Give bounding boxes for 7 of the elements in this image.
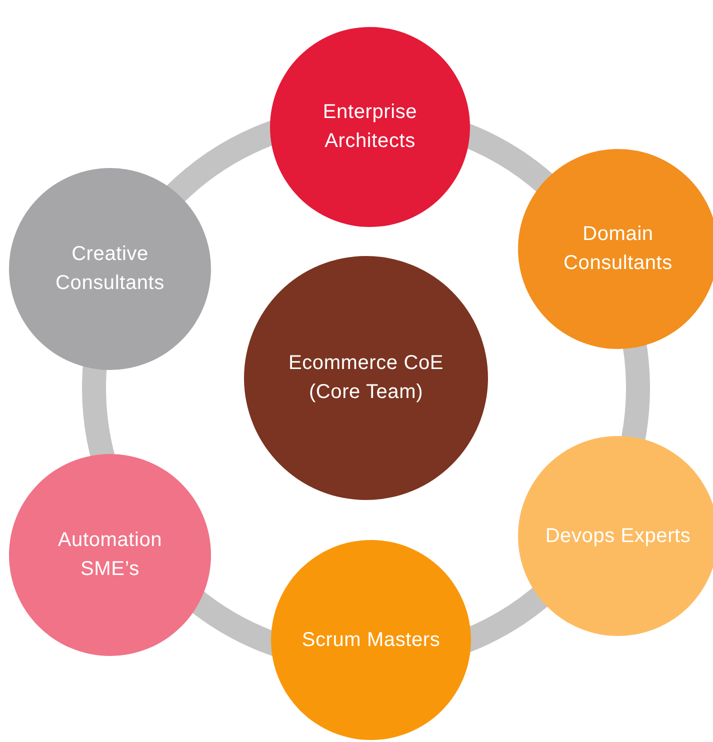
node-label: Ecommerce CoE (Core Team) — [287, 351, 445, 405]
node-label: Enterprise Architects — [322, 100, 418, 154]
node-label: Domain Consultants — [562, 222, 674, 276]
node-label: Devops Experts — [545, 524, 691, 548]
node-label: Automation SME’s — [56, 528, 164, 582]
node-label: Creative Consultants — [54, 242, 166, 296]
node-label: Scrum Masters — [302, 628, 440, 652]
